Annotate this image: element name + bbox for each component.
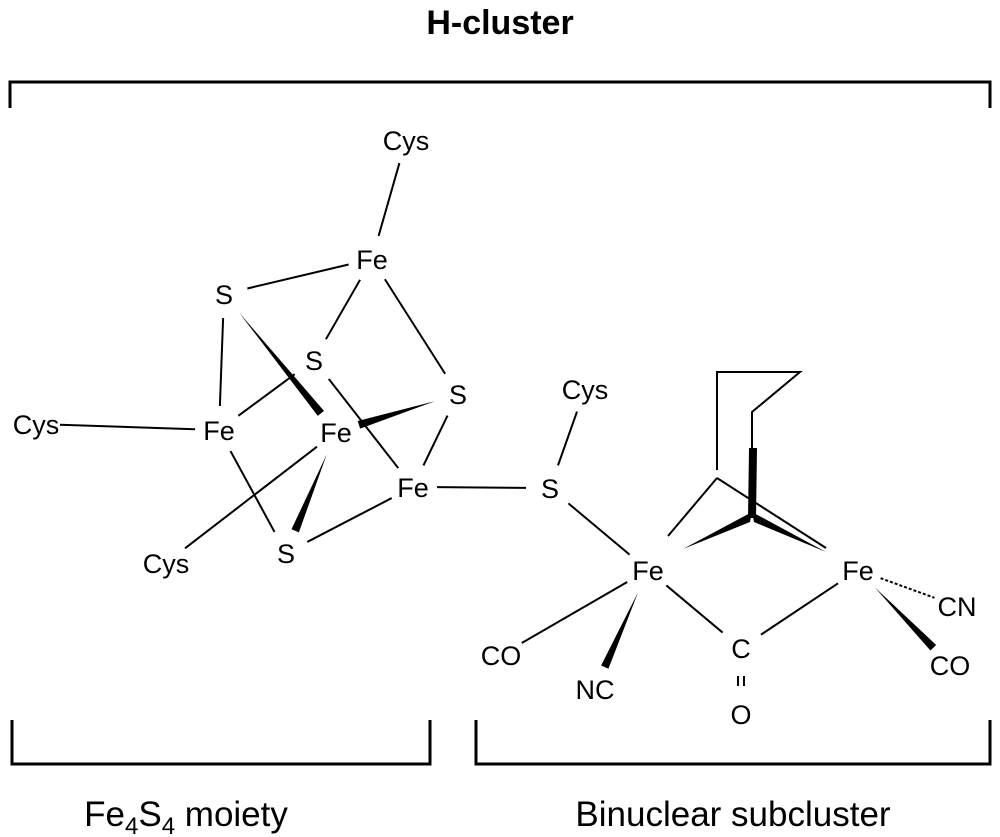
atom-fe-left: Fe [203, 416, 235, 446]
caption-s: S [138, 795, 161, 834]
bond-fe-distal-co-distal [874, 587, 937, 651]
bond-cys-bridge-s-bridge [557, 411, 578, 466]
atom-cn-distal: CN [938, 592, 977, 622]
bridge-ring [716, 371, 803, 505]
bond-layer [59, 162, 937, 686]
bond-s-bottom-fe-lower [306, 497, 393, 543]
bond-fe-proximal-co-proximal [521, 581, 628, 644]
bond-fe-top-s-center [325, 279, 361, 340]
bond-fe-lower-s-bridge [436, 486, 527, 489]
bond-fe-top-s-left [247, 263, 349, 290]
bridge-bond-left [667, 477, 718, 537]
bond-s-left-fe-center [239, 312, 324, 416]
bond-s-bridge-fe-proximal [567, 502, 631, 556]
atom-s-right: S [449, 380, 467, 410]
bridge-bond-right [716, 477, 827, 549]
h-cluster-bracket [8, 80, 992, 108]
atom-fe-lower: Fe [397, 473, 429, 503]
atom-cys-top: Cys [383, 126, 430, 156]
atom-s-bridge: S [541, 474, 559, 504]
caption-sub-1: 4 [125, 813, 138, 837]
atom-s-bottom: S [277, 539, 295, 569]
atom-cys-bottom: Cys [143, 549, 190, 579]
atom-nc-proximal: NC [576, 675, 615, 705]
atom-fe-distal: Fe [842, 556, 874, 586]
bond-fe-center-s-bottom [291, 454, 327, 533]
bond-s-left-fe-left [218, 317, 225, 407]
bond-cys-left-fe-left [59, 423, 196, 431]
atom-fe-proximal: Fe [632, 556, 664, 586]
caption-moiety: moiety [175, 795, 288, 834]
bond-fe-proximal-nc-proximal [601, 591, 639, 669]
caption-fe4s4-moiety: Fe4S4 moiety [84, 795, 288, 837]
caption-fe: Fe [84, 795, 125, 834]
diagram-title: H-cluster [426, 4, 573, 42]
bond-s-center-fe-left [237, 373, 296, 417]
bond-fe-left-s-bottom [229, 450, 276, 533]
bond-s-right-fe-lower [422, 415, 449, 466]
bond-fe-proximal-c-bridge [665, 584, 724, 634]
bond-c-bridge-o-bridge [737, 676, 745, 686]
atom-s-left: S [215, 280, 233, 310]
binuclear-bracket [474, 720, 992, 766]
atom-cys-bridge: Cys [562, 375, 609, 405]
atom-layer: Cys Fe S S S Cys Fe Fe Fe S Cys Cys S Fe… [13, 126, 977, 730]
atom-fe-center: Fe [320, 418, 352, 448]
caption-sub-2: 4 [162, 813, 175, 837]
atom-co-distal: CO [930, 651, 971, 681]
bond-fe-distal-cn-distal [880, 577, 935, 599]
atom-s-center: S [305, 346, 323, 376]
bond-cys-top-fe-top [377, 162, 401, 237]
bridge-wedge-left [683, 512, 752, 549]
atom-o-bridge: O [730, 700, 751, 730]
atom-fe-top: Fe [356, 245, 388, 275]
bridge-wedge-vertical [748, 448, 757, 518]
atom-c-bridge: C [731, 634, 751, 664]
dithiolate-bridge [667, 371, 827, 552]
caption-binuclear-subcluster: Binuclear subcluster [575, 795, 890, 834]
atom-co-proximal: CO [481, 641, 522, 671]
bridge-wedge-right [752, 512, 826, 552]
bond-fe-top-s-right [384, 278, 446, 375]
bond-fe-center-cys-bottom [184, 445, 318, 550]
bond-c-bridge-fe-distal [760, 582, 839, 636]
fe4s4-bracket [10, 720, 432, 766]
atom-cys-left: Cys [13, 410, 60, 440]
bond-s-right-fe-center [357, 401, 436, 429]
